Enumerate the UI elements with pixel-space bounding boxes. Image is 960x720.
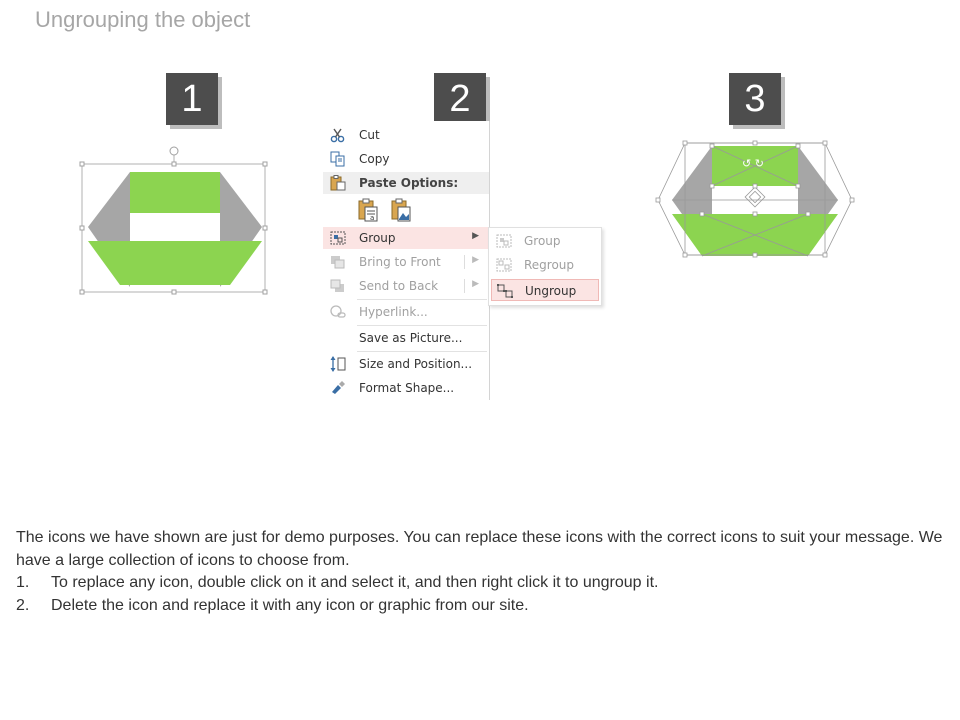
- list-number: 2.: [16, 596, 30, 614]
- menu-item-format-shape[interactable]: Format Shape...: [323, 377, 489, 399]
- menu-label-copy: Copy: [359, 152, 390, 166]
- context-menu: Cut Copy Paste Options: Group ▶ Bring to…: [323, 121, 490, 400]
- page-title: Ungrouping the object: [35, 7, 251, 32]
- menu-label-paste-options: Paste Options:: [359, 176, 459, 190]
- svg-text:↺ ↻: ↺ ↻: [742, 157, 764, 170]
- ungroup-icon: [497, 284, 513, 298]
- paste-as-picture-icon[interactable]: [389, 197, 413, 223]
- top-green-bar: [130, 172, 220, 213]
- svg-text:a: a: [370, 214, 374, 222]
- submenu-item-group[interactable]: Group: [491, 230, 599, 252]
- bring-to-front-icon: [331, 256, 345, 269]
- submenu-item-regroup[interactable]: Regroup: [491, 254, 599, 276]
- grouped-shape-graphic[interactable]: [75, 140, 275, 300]
- submenu-arrow-icon: ▶: [472, 279, 479, 289]
- list-number: 1.: [16, 574, 30, 591]
- menu-label-group: Group: [359, 231, 396, 245]
- menu-label-bring-to-front: Bring to Front: [359, 255, 441, 269]
- description-step-1: 1. To replace any icon, double click on …: [16, 572, 946, 595]
- format-shape-icon: [332, 381, 345, 394]
- ungrouped-shapes-graphic[interactable]: ↺ ↻: [650, 138, 860, 263]
- step-badge-3: 3: [729, 73, 781, 125]
- menu-item-save-as-picture[interactable]: Save as Picture...: [323, 327, 489, 349]
- step-badge-1: 1: [166, 73, 218, 125]
- copy-icon: [330, 151, 345, 167]
- menu-label-hyperlink: Hyperlink...: [359, 305, 428, 319]
- menu-item-size-and-position[interactable]: Size and Position...: [323, 353, 489, 375]
- menu-label-format-shape: Format Shape...: [359, 381, 455, 395]
- menu-item-group[interactable]: Group ▶: [323, 227, 489, 249]
- submenu-label-ungroup: Ungroup: [525, 284, 577, 298]
- bottom-green-trapezoid: [88, 241, 262, 285]
- group-submenu: Group Regroup Ungroup: [488, 227, 602, 306]
- list-text: To replace any icon, double click on it …: [51, 574, 659, 591]
- group-icon: [496, 234, 512, 248]
- menu-label-save-as-picture: Save as Picture...: [359, 331, 463, 345]
- group-icon: [330, 231, 346, 245]
- send-to-back-icon: [330, 279, 344, 292]
- menu-item-paste-options: Paste Options:: [323, 172, 489, 194]
- list-text: Delete the icon and replace it with any …: [51, 596, 529, 614]
- submenu-label-group: Group: [524, 234, 561, 248]
- step-badge-2: 2: [434, 73, 486, 125]
- submenu-item-ungroup[interactable]: Ungroup: [491, 279, 599, 301]
- description-text: The icons we have shown are just for dem…: [16, 527, 946, 617]
- menu-label-size-and-position: Size and Position...: [359, 357, 473, 371]
- size-position-icon: [330, 356, 346, 372]
- scissors-icon: [330, 128, 345, 143]
- menu-item-send-to-back[interactable]: Send to Back ▶: [323, 275, 489, 297]
- menu-label-cut: Cut: [359, 128, 380, 142]
- menu-item-copy[interactable]: Copy: [323, 148, 489, 170]
- paste-icon: [330, 175, 346, 191]
- submenu-arrow-icon: ▶: [472, 231, 479, 241]
- submenu-label-regroup: Regroup: [524, 258, 575, 272]
- paste-keep-formatting-icon[interactable]: a: [356, 197, 380, 223]
- menu-item-bring-to-front[interactable]: Bring to Front ▶: [323, 251, 489, 273]
- description-intro: The icons we have shown are just for dem…: [16, 529, 943, 569]
- menu-item-cut[interactable]: Cut: [323, 124, 489, 146]
- submenu-arrow-icon: ▶: [472, 255, 479, 265]
- menu-item-hyperlink[interactable]: Hyperlink...: [323, 301, 489, 323]
- regroup-icon: [496, 258, 512, 272]
- description-step-2: 2. Delete the icon and replace it with a…: [16, 595, 946, 618]
- menu-label-send-to-back: Send to Back: [359, 279, 439, 293]
- hyperlink-icon: [330, 305, 346, 318]
- rotate-handle: [169, 146, 179, 156]
